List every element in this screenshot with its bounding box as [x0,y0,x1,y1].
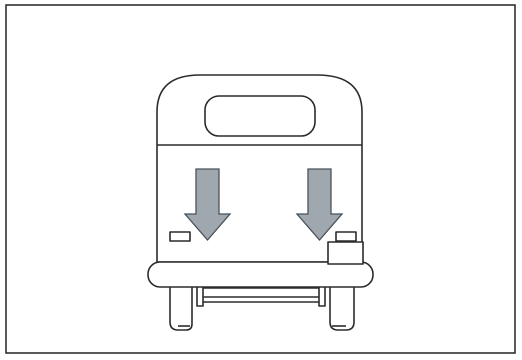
rear-window [204,95,316,137]
left-tail-light [169,231,191,242]
license-plate [327,241,364,265]
right-tail-light [335,231,357,242]
left-down-arrow [183,168,232,241]
arrow-group [183,168,344,241]
right-rear-wheel [329,284,355,331]
left-rear-wheel [169,284,193,331]
rear-bumper [147,261,374,288]
right-down-arrow [295,168,344,241]
